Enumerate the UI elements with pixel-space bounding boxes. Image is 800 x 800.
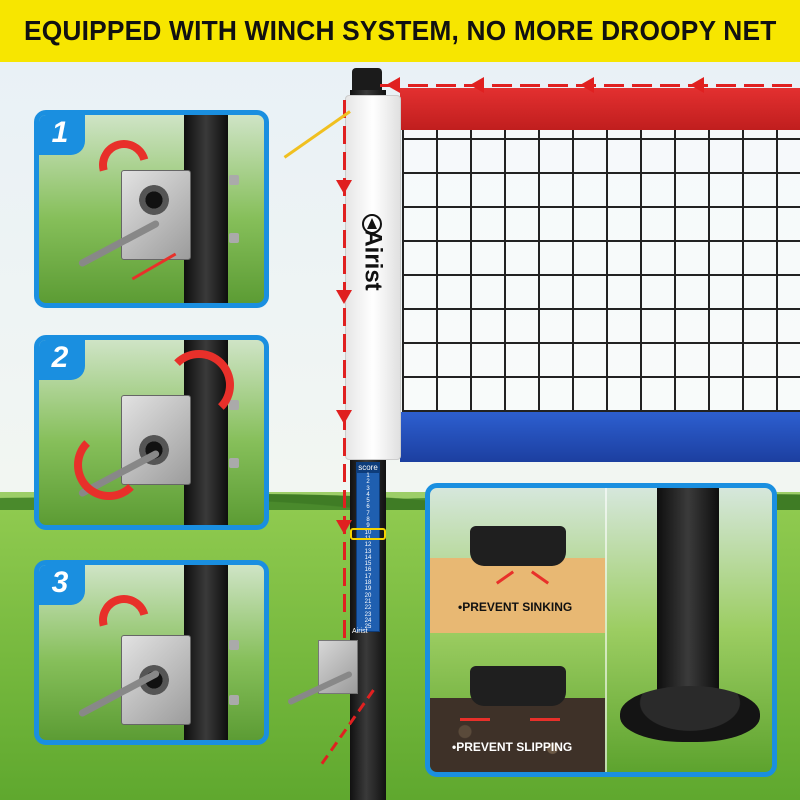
step-badge-2: 2 bbox=[39, 340, 85, 380]
step-badge-1: 1 bbox=[39, 115, 85, 155]
pole-sleeve bbox=[345, 95, 401, 460]
tension-dash-vertical bbox=[343, 100, 346, 640]
score-number: 12 bbox=[364, 542, 372, 549]
step-badge-3: 3 bbox=[39, 565, 85, 605]
score-number: 2 bbox=[366, 479, 370, 486]
score-number: 25 bbox=[364, 624, 372, 631]
step-panel-2: 2 bbox=[34, 335, 269, 530]
score-number: 4 bbox=[366, 491, 370, 498]
score-brand: Airist bbox=[352, 628, 368, 635]
arrow-left-icon bbox=[470, 77, 484, 93]
score-number: 7 bbox=[366, 510, 370, 517]
bolt-icon bbox=[229, 640, 239, 650]
arrow-left-icon bbox=[386, 77, 400, 93]
score-clip[interactable] bbox=[350, 528, 386, 540]
winch-gear-icon bbox=[139, 185, 169, 215]
score-number: 14 bbox=[364, 554, 372, 561]
bolt-icon bbox=[229, 458, 239, 468]
header-banner: EQUIPPED WITH WINCH SYSTEM, NO MORE DROO… bbox=[0, 0, 800, 62]
panel-divider bbox=[605, 488, 607, 772]
net-bottom-band bbox=[400, 412, 800, 462]
step-panel-1: 1 bbox=[34, 110, 269, 308]
net-top-band bbox=[400, 88, 800, 130]
score-number: 8 bbox=[366, 517, 370, 524]
score-number: 16 bbox=[364, 567, 372, 574]
prevent-sinking-label: •PREVENT SINKING bbox=[458, 600, 573, 614]
ground-feature-panel: •PREVENT SINKING •PREVENT SLIPPING bbox=[425, 483, 777, 777]
score-number: 3 bbox=[366, 485, 370, 492]
score-number: 9 bbox=[366, 523, 370, 530]
header-title: EQUIPPED WITH WINCH SYSTEM, NO MORE DROO… bbox=[23, 15, 777, 46]
arrow-down-icon bbox=[336, 410, 352, 424]
grip-arrow-icon bbox=[460, 718, 490, 721]
brand-name: Airist bbox=[360, 229, 388, 291]
arrow-left-icon bbox=[580, 77, 594, 93]
score-number: 22 bbox=[364, 605, 372, 612]
score-number: 6 bbox=[366, 504, 370, 511]
arrow-down-icon bbox=[336, 520, 352, 534]
step-number: 1 bbox=[51, 116, 69, 149]
bolt-icon bbox=[229, 400, 239, 410]
anti-slip-base-icon bbox=[470, 666, 566, 706]
net-mesh bbox=[402, 130, 800, 412]
prevent-slipping-label: •PREVENT SLIPPING bbox=[452, 740, 573, 754]
step-number: 3 bbox=[51, 566, 69, 599]
score-number: 19 bbox=[364, 586, 372, 593]
ground-pole bbox=[657, 488, 719, 698]
score-header: score bbox=[357, 463, 379, 473]
arrow-down-icon bbox=[336, 180, 352, 194]
score-number: 5 bbox=[366, 498, 370, 505]
sand-ground bbox=[430, 558, 605, 633]
panel-pole bbox=[184, 565, 228, 740]
grip-arrow-icon bbox=[530, 718, 560, 721]
score-number: 18 bbox=[364, 580, 372, 587]
panel-pole bbox=[184, 115, 228, 303]
anti-sink-base-icon bbox=[470, 526, 566, 566]
score-number: 24 bbox=[364, 617, 372, 624]
score-number: 15 bbox=[364, 561, 372, 568]
bolt-icon bbox=[229, 233, 239, 243]
score-number: 21 bbox=[364, 598, 372, 605]
brand-label: Airist bbox=[345, 190, 401, 330]
step-number: 2 bbox=[51, 341, 69, 374]
score-number: 10 bbox=[364, 529, 372, 536]
score-number: 20 bbox=[364, 592, 372, 599]
score-number: 1 bbox=[366, 473, 370, 479]
score-number: 23 bbox=[364, 611, 372, 618]
ground-base bbox=[620, 686, 760, 742]
step-panel-3: 3 bbox=[34, 560, 269, 745]
score-number: 17 bbox=[364, 573, 372, 580]
bolt-icon bbox=[229, 175, 239, 185]
rotate-arrow-icon bbox=[74, 430, 144, 500]
soil-ground bbox=[430, 698, 605, 772]
bolt-icon bbox=[229, 695, 239, 705]
arrow-down-icon bbox=[336, 290, 352, 304]
arrow-left-icon bbox=[690, 77, 704, 93]
score-number: 13 bbox=[364, 548, 372, 555]
rotate-arrow-icon bbox=[164, 350, 234, 420]
airist-logo-icon bbox=[362, 214, 382, 234]
